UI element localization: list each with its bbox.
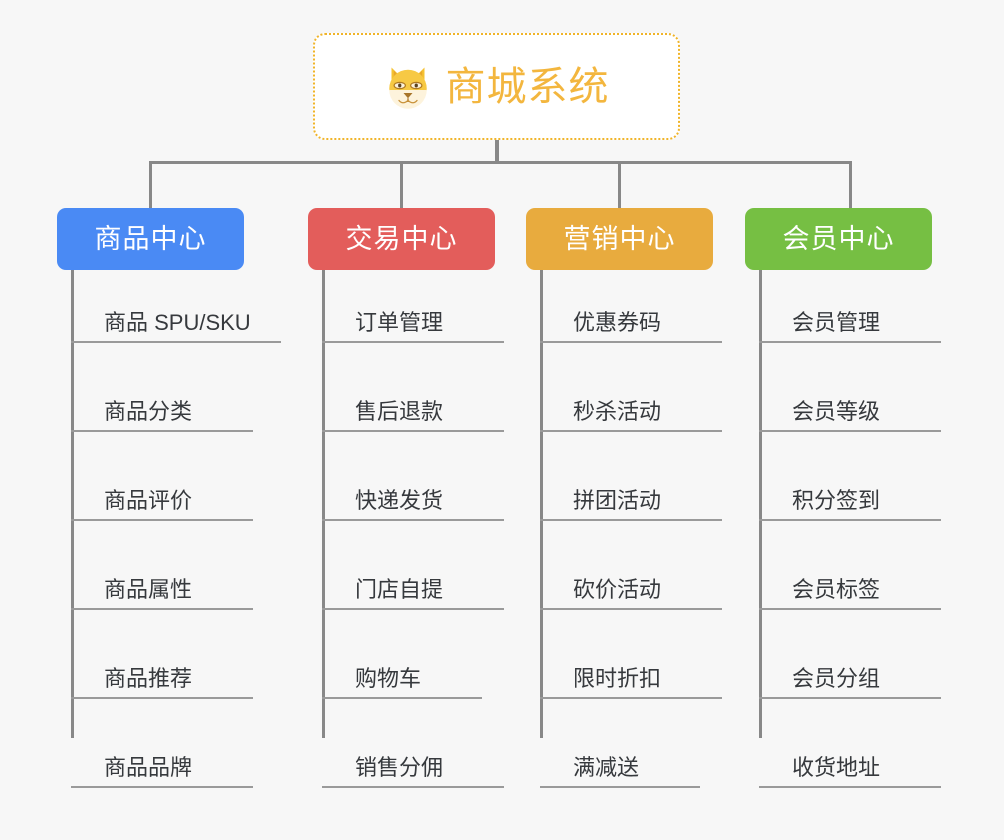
- drop-connector-1: [149, 161, 152, 208]
- leaf-item[interactable]: 商品评价: [71, 432, 253, 521]
- leaf-label: 会员分组: [792, 666, 881, 691]
- leaf-item[interactable]: 订单管理: [322, 270, 504, 343]
- leaf-label: 会员等级: [792, 399, 881, 424]
- leaf-label: 售后退款: [355, 399, 444, 424]
- leaf-item[interactable]: 收货地址: [759, 699, 941, 788]
- leaf-label: 商品评价: [104, 488, 193, 513]
- leaf-item[interactable]: 快递发货: [322, 432, 504, 521]
- branch-trunk-1: [71, 270, 74, 738]
- category-label-4: 会员中心: [782, 223, 895, 254]
- drop-connector-2: [400, 161, 403, 208]
- leaf-item[interactable]: 满减送: [540, 699, 700, 788]
- branch-trunk-3: [540, 270, 543, 738]
- leaf-item[interactable]: 优惠券码: [540, 270, 722, 343]
- leaf-label: 限时折扣: [573, 666, 662, 691]
- category-header-1[interactable]: 商品中心: [57, 208, 244, 270]
- leaf-label: 会员标签: [792, 577, 881, 602]
- leaf-item[interactable]: 积分签到: [759, 432, 941, 521]
- leaf-label: 会员管理: [792, 310, 881, 335]
- leaf-label: 订单管理: [355, 310, 444, 335]
- leaf-label: 收货地址: [792, 755, 881, 780]
- leaf-item[interactable]: 购物车: [322, 610, 482, 699]
- leaf-label: 秒杀活动: [573, 399, 662, 424]
- leaf-list-3: 优惠券码 秒杀活动 拼团活动 砍价活动 限时折扣 满减送: [540, 270, 722, 788]
- leaf-label: 商品 SPU/SKU: [104, 310, 251, 335]
- leaf-item[interactable]: 售后退款: [322, 343, 504, 432]
- leaf-label: 砍价活动: [573, 577, 662, 602]
- root-stem-connector: [495, 140, 499, 164]
- leaf-label: 商品品牌: [104, 755, 193, 780]
- leaf-item[interactable]: 商品分类: [71, 343, 253, 432]
- category-label-2: 交易中心: [345, 223, 458, 254]
- category-header-4[interactable]: 会员中心: [745, 208, 932, 270]
- category-header-2[interactable]: 交易中心: [308, 208, 495, 270]
- leaf-item[interactable]: 商品品牌: [71, 699, 253, 788]
- leaf-label: 优惠券码: [573, 310, 662, 335]
- root-node[interactable]: 商城系统: [313, 33, 680, 140]
- leaf-item[interactable]: 限时折扣: [540, 610, 722, 699]
- leaf-list-1: 商品 SPU/SKU 商品分类 商品评价 商品属性 商品推荐 商品品牌: [71, 270, 281, 788]
- leaf-item[interactable]: 商品 SPU/SKU: [71, 270, 281, 343]
- leaf-label: 积分签到: [792, 488, 881, 513]
- leaf-item[interactable]: 销售分佣: [322, 699, 504, 788]
- leaf-item[interactable]: 会员等级: [759, 343, 941, 432]
- drop-connector-3: [618, 161, 621, 208]
- drop-connector-4: [849, 161, 852, 208]
- leaf-item[interactable]: 会员管理: [759, 270, 941, 343]
- leaf-label: 门店自提: [355, 577, 444, 602]
- leaf-label: 购物车: [355, 666, 422, 691]
- bus-bar-connector: [149, 161, 852, 164]
- category-label-1: 商品中心: [94, 223, 207, 254]
- leaf-item[interactable]: 会员标签: [759, 521, 941, 610]
- leaf-item[interactable]: 砍价活动: [540, 521, 722, 610]
- leaf-label: 商品属性: [104, 577, 193, 602]
- leaf-label: 快递发货: [355, 488, 444, 513]
- leaf-label: 商品分类: [104, 399, 193, 424]
- leaf-item[interactable]: 商品属性: [71, 521, 253, 610]
- leaf-label: 满减送: [573, 755, 640, 780]
- leaf-item[interactable]: 门店自提: [322, 521, 504, 610]
- leaf-item[interactable]: 会员分组: [759, 610, 941, 699]
- shiba-dog-icon: [388, 67, 427, 109]
- leaf-list-2: 订单管理 售后退款 快递发货 门店自提 购物车 销售分佣: [322, 270, 504, 788]
- branch-trunk-4: [759, 270, 762, 738]
- root-title: 商城系统: [445, 64, 610, 109]
- leaf-label: 销售分佣: [355, 755, 444, 780]
- category-header-3[interactable]: 营销中心: [526, 208, 713, 270]
- leaf-item[interactable]: 商品推荐: [71, 610, 253, 699]
- leaf-label: 商品推荐: [104, 666, 193, 691]
- leaf-list-4: 会员管理 会员等级 积分签到 会员标签 会员分组 收货地址: [759, 270, 941, 788]
- branch-trunk-2: [322, 270, 325, 738]
- leaf-item[interactable]: 秒杀活动: [540, 343, 722, 432]
- leaf-label: 拼团活动: [573, 488, 662, 513]
- leaf-item[interactable]: 拼团活动: [540, 432, 722, 521]
- category-label-3: 营销中心: [563, 223, 676, 254]
